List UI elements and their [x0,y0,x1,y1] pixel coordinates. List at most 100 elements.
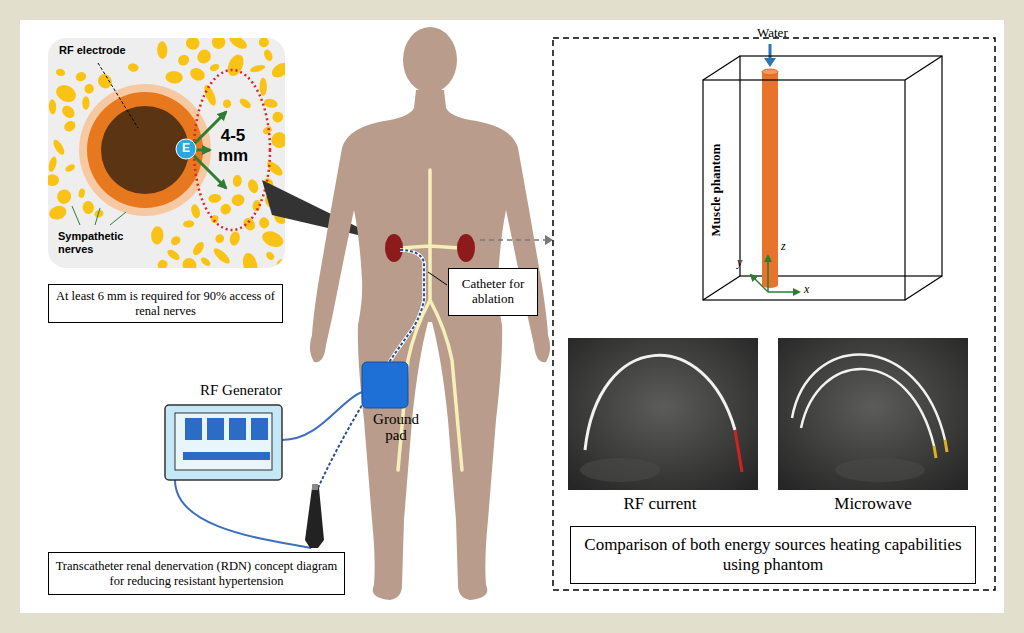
caption-box: Comparison of both energy sources heatin… [570,526,976,584]
photo-caption: Microwave [813,494,933,514]
nerve-fiber [83,82,96,95]
depth-arrow [196,149,210,152]
nerve-fiber [188,66,207,83]
phantom-box-front [703,80,905,300]
inset-panel [48,38,285,268]
nerve-fiber [156,258,170,268]
nerve-fiber [222,99,232,109]
leader-line [428,272,447,285]
nerve-fiber [169,234,182,247]
generator-button [229,418,246,440]
water-tube-end [762,282,778,288]
nerve-fiber [82,96,89,109]
part-label: Sympathetic nerves [56,230,142,255]
cable [175,480,311,548]
nerve-fiber [241,251,260,268]
nerve-fiber [48,156,58,173]
nerve-fiber [249,63,266,73]
box-text: Comparison of both energy sources heatin… [577,535,969,574]
nerve-fiber [228,231,241,247]
nerve-fiber [53,82,79,106]
photo-caption: RF current [600,494,720,514]
microwave-wire [801,369,934,446]
electrode-dot [176,139,196,159]
nerve-fiber [218,202,233,217]
nerve-fiber [241,216,257,233]
white-panel [20,20,1004,613]
phantom-box-edge [703,56,740,80]
kidney [385,234,403,262]
nerve-fiber [95,71,114,91]
microwave-wire [792,355,945,440]
part-label: Ground pad [368,412,424,444]
axis-line [751,275,768,292]
target-zone-outline [194,70,270,230]
photo-texture [835,458,925,482]
nerve-fiber [55,68,66,77]
nerve-fiber [271,132,285,149]
nerve-fiber [166,248,182,262]
nerve-fiber [215,233,225,243]
nerve-fiber [64,163,76,173]
nerve-fiber [51,138,66,156]
nerve-fiber [48,99,56,114]
nerve-fiber [211,246,232,266]
callout-box: Catheter for ablation [448,268,538,316]
nerve-fiber [227,38,249,52]
nerve-fiber [211,38,225,49]
nerve-fiber [199,256,212,268]
phantom-box-edge [703,276,740,300]
phantom-box-edge [905,276,942,300]
nerve-fiber [262,125,274,136]
phantom-box-edge [905,56,942,80]
cable [282,392,362,440]
nerve-fiber [191,240,206,257]
catheter-handle [305,488,324,548]
nerve-fiber [260,228,285,250]
axis-label: x [804,283,809,297]
nerve-fiber [238,97,253,110]
antenna-tip [934,446,936,458]
axis-line [768,291,799,293]
nerve-fiber [276,258,285,268]
rf-generator [165,405,282,480]
part-label: RF electrode [57,44,128,57]
nerve-fiber [74,71,87,83]
nerve-fiber [127,63,139,73]
generator-panel [175,413,272,470]
rf-wire-tip [735,430,742,472]
nerve-fiber [60,103,77,120]
human-silhouette [310,90,550,600]
photo-rf [568,338,758,490]
comparison-panel [553,38,995,590]
water-arrow [769,44,772,60]
water-tube-end [762,69,778,75]
nerve-fiber [259,78,267,96]
human-head [403,27,457,93]
photo-texture [580,458,660,482]
water-tube [762,72,778,285]
note-box: At least 6 mm is required for 90% access… [48,284,283,323]
nerve-fiber [258,216,270,229]
nerve-fiber [78,188,86,199]
nerve-fiber [258,38,269,48]
nerve-fiber [232,175,242,188]
leader-line [98,63,138,128]
nerve-fiber [48,204,68,222]
kidney [457,234,475,262]
nerve-fiber [265,250,276,261]
photo-microwave [778,338,968,490]
nerve-fiber [48,174,59,186]
part-label: RF Generator [200,382,282,399]
nerve-fiber [180,255,199,268]
part-label: Water [757,26,788,41]
generator-button [185,418,202,440]
zoom-arrow [480,239,545,241]
nerve-fiber [231,193,246,207]
water-arrowhead [764,58,776,67]
vessel-outer-wall [79,84,211,216]
leader-line [110,212,126,225]
generator-button [207,418,224,440]
nerve-fiber [151,226,164,245]
